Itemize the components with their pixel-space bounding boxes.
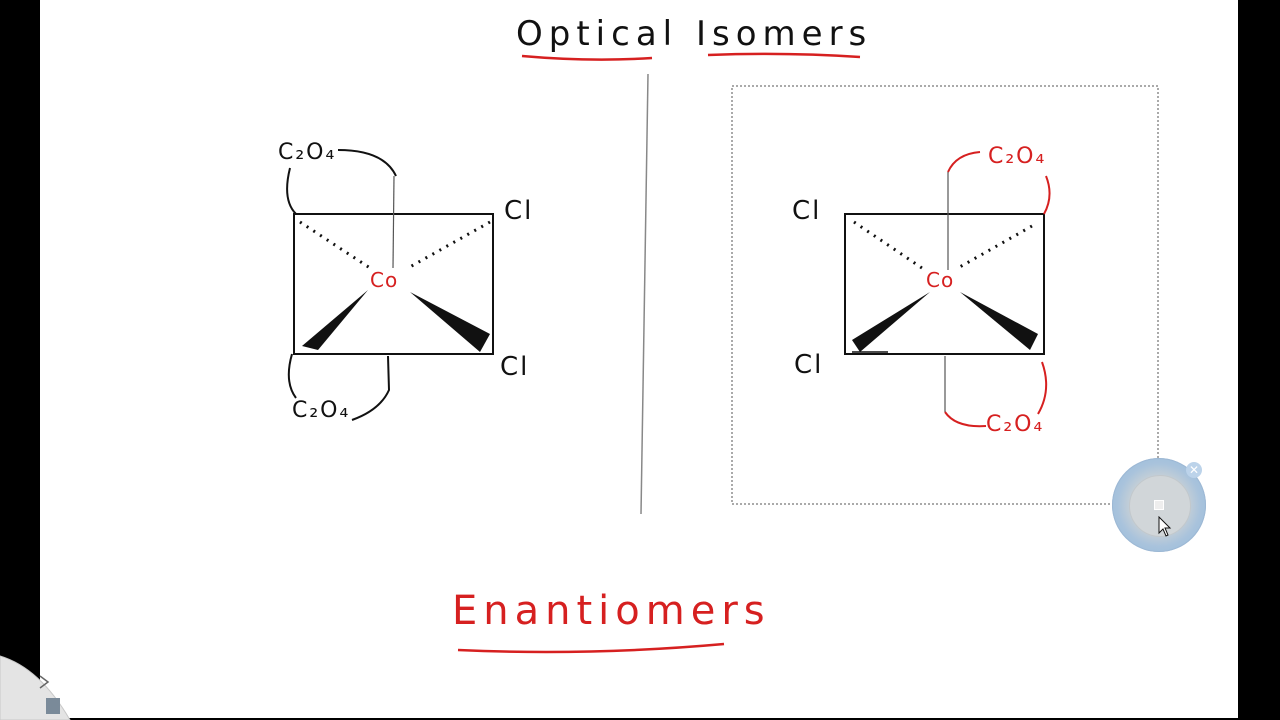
whiteboard-canvas[interactable] xyxy=(40,0,1238,718)
right-wedge-2 xyxy=(960,292,1038,350)
title-word-optical: Optical xyxy=(516,14,679,54)
left-cobalt: Co xyxy=(370,268,399,292)
left-top-ligand: C₂O₄ xyxy=(278,140,337,165)
right-dash-bond-2 xyxy=(957,224,1033,270)
right-chelate-bottom xyxy=(944,361,1048,428)
left-cl-top: Cl xyxy=(504,196,534,226)
corner-tool-icon[interactable] xyxy=(0,648,80,720)
left-wedge-1 xyxy=(302,290,368,350)
subtitle-enantiomers: Enantiomers xyxy=(452,588,771,634)
right-cl-bottom: Cl xyxy=(794,350,824,380)
left-wedge-2 xyxy=(410,292,490,352)
right-bottom-ligand: C₂O₄ xyxy=(986,412,1045,437)
right-cl-top: Cl xyxy=(792,196,822,226)
dial-center-handle[interactable] xyxy=(1154,500,1164,510)
left-chelate-bottom xyxy=(287,353,391,421)
close-icon[interactable]: ✕ xyxy=(1186,462,1202,478)
left-chelate-top xyxy=(286,149,397,215)
right-chelate-top xyxy=(947,151,1051,215)
cursor-icon xyxy=(1158,516,1172,537)
left-dash-bond-2 xyxy=(407,220,491,270)
right-dash-bond-1 xyxy=(853,220,923,270)
subtitle-underline xyxy=(457,642,725,654)
left-vertical-bond xyxy=(392,175,395,269)
left-bottom-ligand: C₂O₄ xyxy=(292,398,351,423)
title-underline-2 xyxy=(707,52,861,59)
selection-box xyxy=(731,85,1159,505)
rotate-dial-widget[interactable]: ✕ xyxy=(1112,458,1206,552)
left-dash-bond-1 xyxy=(299,220,371,270)
left-cl-bottom: Cl xyxy=(500,352,530,382)
right-cobalt: Co xyxy=(926,268,955,292)
right-wedge-1 xyxy=(852,292,930,352)
right-plane-box xyxy=(844,213,1045,355)
right-top-ligand: C₂O₄ xyxy=(988,144,1047,169)
title-word-isomers: Isomers xyxy=(696,14,873,54)
title-underline-1 xyxy=(521,54,653,61)
mirror-line xyxy=(640,73,649,515)
